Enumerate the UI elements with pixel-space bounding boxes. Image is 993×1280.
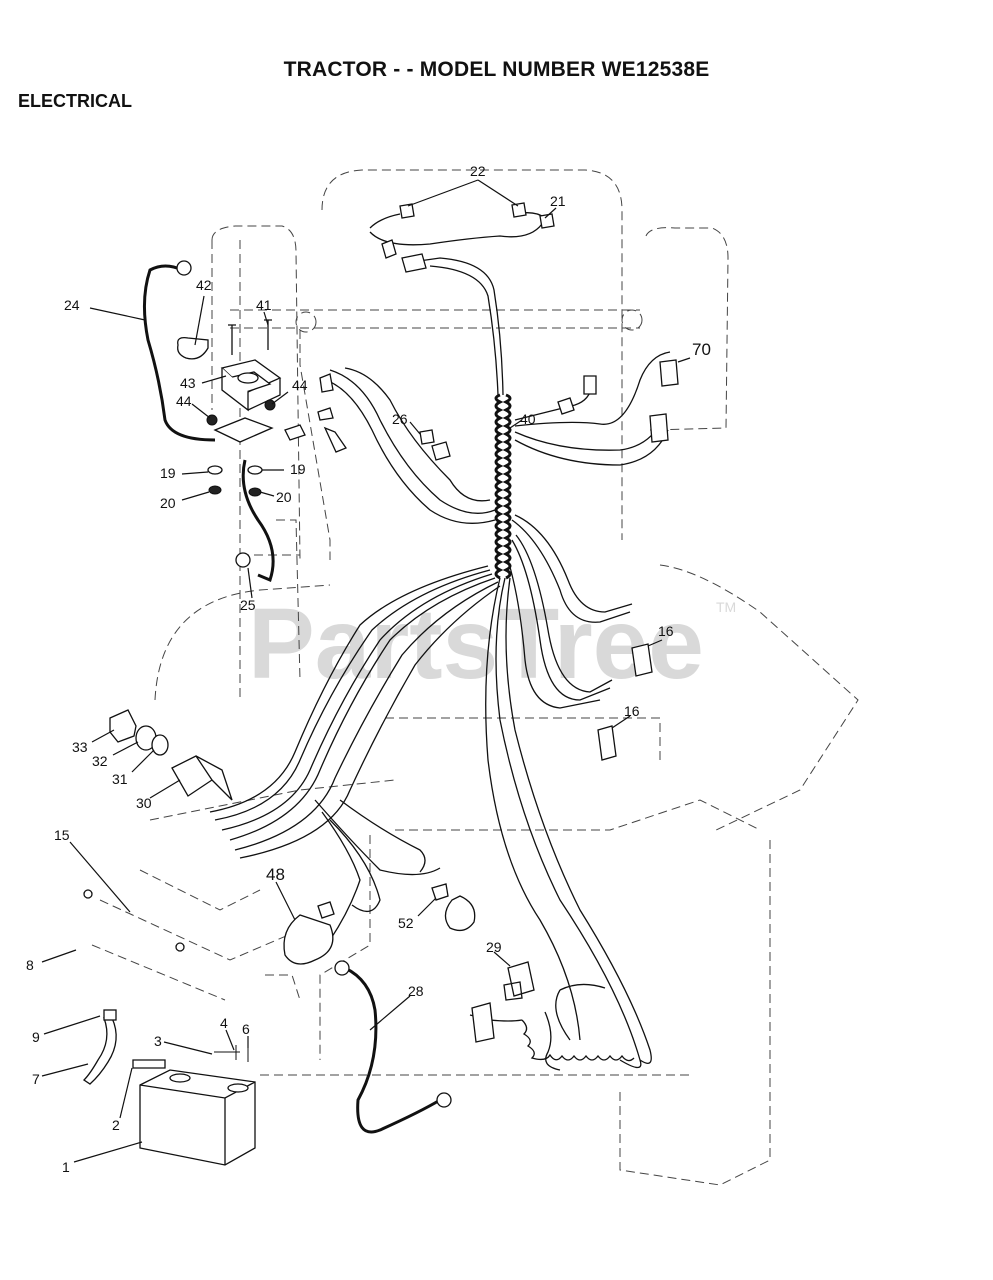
callout-7: 7 (32, 1071, 40, 1087)
battery-hose (82, 1017, 117, 1085)
callout-32: 32 (92, 753, 108, 769)
ignition-nut (151, 734, 169, 756)
washer-right (247, 465, 263, 475)
callout-4: 4 (220, 1015, 228, 1031)
nut-right (248, 487, 262, 497)
callout-44-left: 44 (176, 393, 192, 409)
callout-29: 29 (486, 939, 502, 955)
callout-2: 2 (112, 1117, 120, 1133)
headlight-right (431, 883, 476, 932)
hood-fastener-right (175, 942, 185, 952)
hood-fastener-left (83, 889, 93, 899)
callout-19-right: 19 (290, 461, 306, 477)
callout-16-lower: 16 (624, 703, 640, 719)
callout-22: 22 (470, 163, 486, 179)
callout-24: 24 (64, 297, 80, 313)
callout-20-left: 20 (160, 495, 176, 511)
callout-42: 42 (196, 277, 212, 293)
callout-15: 15 (54, 827, 70, 843)
callout-52: 52 (398, 915, 414, 931)
callout-3: 3 (154, 1033, 162, 1049)
seat-switch (381, 202, 555, 273)
lock-nut-right (264, 399, 276, 411)
callout-9: 9 (32, 1029, 40, 1045)
section-heading: ELECTRICAL (18, 91, 132, 111)
callout-70: 70 (692, 340, 711, 359)
page-title: TRACTOR - - MODEL NUMBER WE12538E (283, 58, 710, 81)
callout-33: 33 (72, 739, 88, 755)
callout-21: 21 (550, 193, 566, 209)
headlight-left (283, 901, 335, 965)
battery-hold-down-rod (132, 1059, 166, 1069)
connector-pair (419, 429, 451, 461)
callout-19-left: 19 (160, 465, 176, 481)
callout-1: 1 (62, 1159, 70, 1175)
clutch-switch (471, 961, 535, 1043)
interlock-switch-lower (597, 725, 617, 761)
solenoid-bracket (213, 417, 274, 443)
callout-28: 28 (408, 983, 424, 999)
coiled-wire (521, 1019, 635, 1062)
wire-bundles (209, 212, 671, 1071)
callout-6: 6 (242, 1021, 250, 1037)
solenoid (220, 359, 282, 412)
battery-cables (142, 260, 452, 1134)
small-connectors (284, 373, 347, 453)
harness-loom (494, 393, 512, 580)
callout-41: 41 (256, 297, 272, 313)
callout-43: 43 (180, 375, 196, 391)
battery-cap (103, 1009, 117, 1021)
pto-switch (557, 359, 679, 443)
ignition-key (109, 709, 137, 743)
callout-labels: 22 21 24 42 41 43 44 44 19 19 20 20 25 2… (26, 163, 711, 1175)
callout-25: 25 (240, 597, 256, 613)
tractor-outline (91, 169, 859, 1186)
callout-30: 30 (136, 795, 152, 811)
leader-lines (41, 179, 691, 1163)
callout-31: 31 (112, 771, 128, 787)
callout-20-right: 20 (276, 489, 292, 505)
interlock-switch-upper (631, 643, 653, 677)
callout-44-right: 44 (292, 377, 308, 393)
watermark-text: PartsTree (248, 588, 704, 700)
nut-left (208, 485, 222, 495)
callout-16-upper: 16 (658, 623, 674, 639)
battery (139, 1069, 256, 1166)
callout-26: 26 (392, 411, 408, 427)
callout-8: 8 (26, 957, 34, 973)
terminal-boot (177, 337, 209, 360)
battery-bolt (214, 1045, 249, 1062)
watermark-trademark: TM (716, 599, 736, 615)
callout-40: 40 (520, 411, 536, 427)
callout-48: 48 (266, 865, 285, 884)
washer-left (207, 465, 223, 475)
ignition-switch (171, 755, 233, 801)
solenoid-bolt (228, 319, 272, 355)
